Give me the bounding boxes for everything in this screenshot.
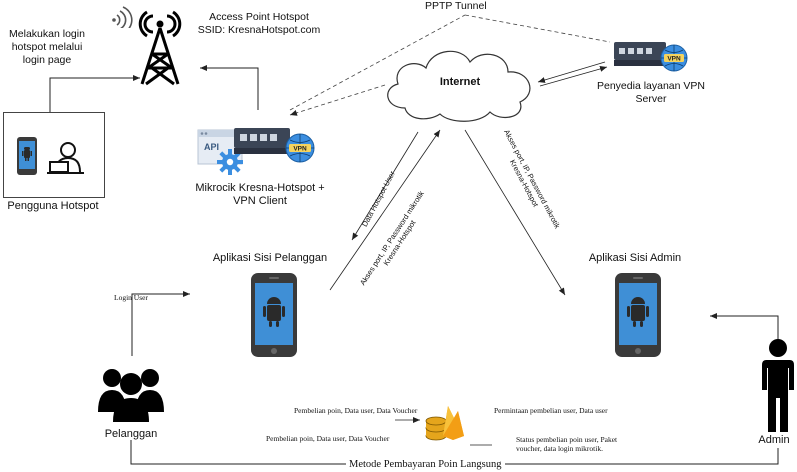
db-right-bottom-label: Status pembelian poin user, Paket vouche…: [516, 435, 618, 453]
firebase-icon: [443, 406, 464, 440]
cloud-icon: [387, 50, 531, 122]
android-icon: [627, 297, 649, 327]
db-left-top-label: Pembelian poin, Data user, Data Voucher: [294, 406, 418, 415]
pptp-label: PPTP Tunnel: [425, 0, 487, 12]
pptp-line-right: [464, 14, 611, 43]
phone-icon: [17, 137, 37, 175]
mikrotik-to-tower: [200, 65, 259, 110]
app-customer-label: Aplikasi Sisi Pelanggan: [212, 252, 328, 264]
tower-caption: Melakukan login hotspot melalui login pa…: [9, 28, 85, 66]
vpn-to-internet: [537, 61, 606, 83]
phone-icon: [615, 273, 661, 357]
wifi-icon: [112, 6, 133, 28]
admin-label: Admin: [758, 434, 790, 446]
android-icon: [263, 297, 285, 327]
db-left-bottom-label: Pembelian poin, Data user, Data Voucher: [266, 434, 390, 443]
vpn-badge-label: VPN: [293, 146, 307, 153]
mikrotik-label: Mikrocik Kresna-Hotspot + VPN Client: [195, 182, 325, 207]
gear-icon: [217, 149, 243, 175]
internet-to-vpn: [539, 66, 608, 87]
api-label: API: [204, 142, 219, 152]
database-icon: [425, 416, 447, 441]
payment-method-label: Metode Pembayaran Poin Langsung: [346, 458, 505, 471]
app-admin-label: Aplikasi Sisi Admin: [588, 252, 682, 264]
vpn-badge-label: VPN: [667, 56, 681, 63]
login-user-label: Login User: [114, 293, 148, 302]
internet-to-admin: [464, 129, 566, 296]
vpn-server-label: Penyedia layanan VPN Server: [597, 80, 705, 105]
customer-label: Pelanggan: [104, 428, 158, 440]
router-icon: VPN: [234, 128, 315, 163]
internet-label: Internet: [439, 76, 481, 88]
router-icon: VPN: [614, 42, 688, 72]
admin-to-app-line: [710, 313, 779, 345]
user-to-tower: [49, 75, 140, 112]
computer-user-icon: [47, 142, 84, 174]
login-user-arrow: [131, 291, 190, 356]
internet-to-cust: [351, 131, 419, 241]
phone-icon: [251, 273, 297, 357]
db-right-top-label: Permintaan pembelian user, Data user: [494, 406, 608, 415]
hotspot-user-label: Pengguna Hotspot: [7, 200, 99, 212]
pptp-line-left: [289, 14, 466, 111]
internet-to-mikrotik: [289, 84, 386, 116]
tower-icon: [138, 10, 182, 86]
cust-to-internet: [329, 129, 441, 291]
person-icon: [762, 339, 794, 432]
people-icon: [98, 369, 164, 422]
access-point-label: Access Point Hotspot SSID: KresnaHotspot…: [197, 11, 321, 36]
